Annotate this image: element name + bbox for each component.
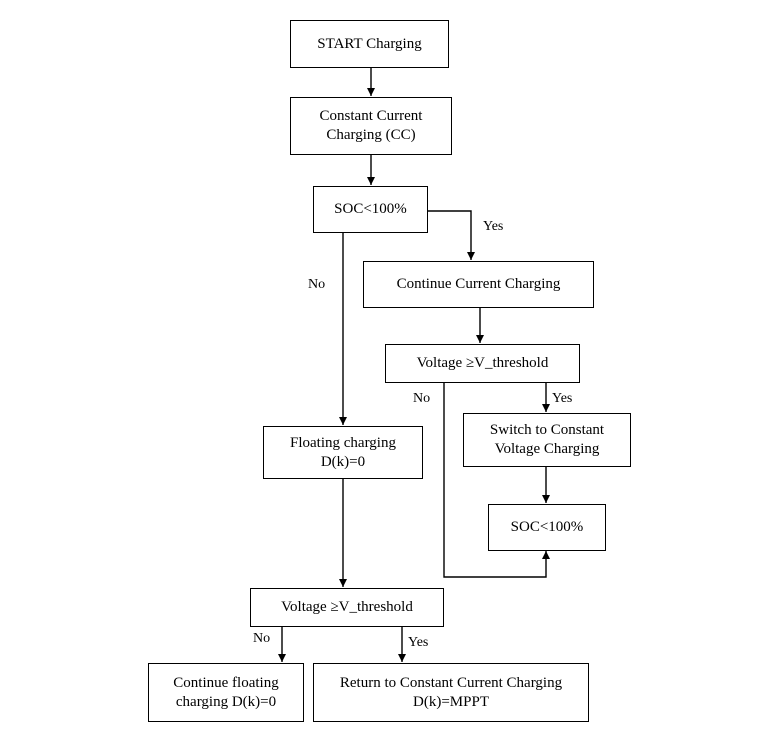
soc-decision-2-label: SOC<100% — [510, 519, 584, 535]
soc-decision-1-label: SOC<100% — [334, 201, 407, 217]
switch-cv-node: Switch to Constant Voltage Charging — [463, 413, 631, 467]
constant-current-line-1: Constant Current — [319, 108, 423, 124]
voltage1-yes-label: Yes — [552, 391, 573, 406]
soc-decision-1: SOC<100% — [313, 186, 428, 233]
voltage-decision-1: Voltage ≥V_threshold — [385, 344, 580, 383]
return-cc-node: Return to Constant Current Charging D(k)… — [313, 663, 589, 722]
switch-cv-line-1: Switch to Constant — [489, 422, 605, 438]
soc1-no-label: No — [308, 277, 326, 292]
voltage2-no-label: No — [253, 631, 271, 646]
voltage-decision-2-label: Voltage ≥V_threshold — [281, 599, 413, 615]
continue-current-node: Continue Current Charging — [363, 261, 594, 308]
soc1-yes-label: Yes — [483, 219, 504, 234]
constant-current-line-2: Charging (CC) — [326, 127, 416, 143]
floating-charging-node: Floating charging D(k)=0 — [263, 426, 423, 479]
floating-line-2: D(k)=0 — [320, 453, 366, 470]
voltage-decision-2: Voltage ≥V_threshold — [250, 588, 444, 627]
arrow-voltage1-no — [443, 383, 550, 578]
return-cc-line-1: Return to Constant Current Charging — [339, 674, 563, 691]
arrow-soc1-yes — [428, 210, 475, 260]
continue-floating-line-1: Continue floating — [173, 674, 279, 691]
continue-floating-node: Continue floating charging D(k)=0 — [148, 663, 304, 722]
return-cc-line-2: D(k)=MPPT — [413, 693, 489, 710]
constant-current-node: Constant Current Charging (CC) — [290, 97, 452, 155]
floating-line-1: Floating charging — [290, 434, 396, 451]
start-node-label: START Charging — [317, 35, 422, 52]
voltage-decision-1-label: Voltage ≥V_threshold — [416, 355, 549, 371]
voltage2-yes-label: Yes — [408, 635, 429, 650]
start-node: START Charging — [290, 20, 449, 68]
continue-floating-line-2: charging D(k)=0 — [175, 693, 277, 710]
voltage1-no-label: No — [413, 391, 431, 406]
switch-cv-line-2: Voltage Charging — [494, 441, 600, 457]
continue-current-label: Continue Current Charging — [396, 276, 561, 292]
soc-decision-2: SOC<100% — [488, 504, 606, 551]
